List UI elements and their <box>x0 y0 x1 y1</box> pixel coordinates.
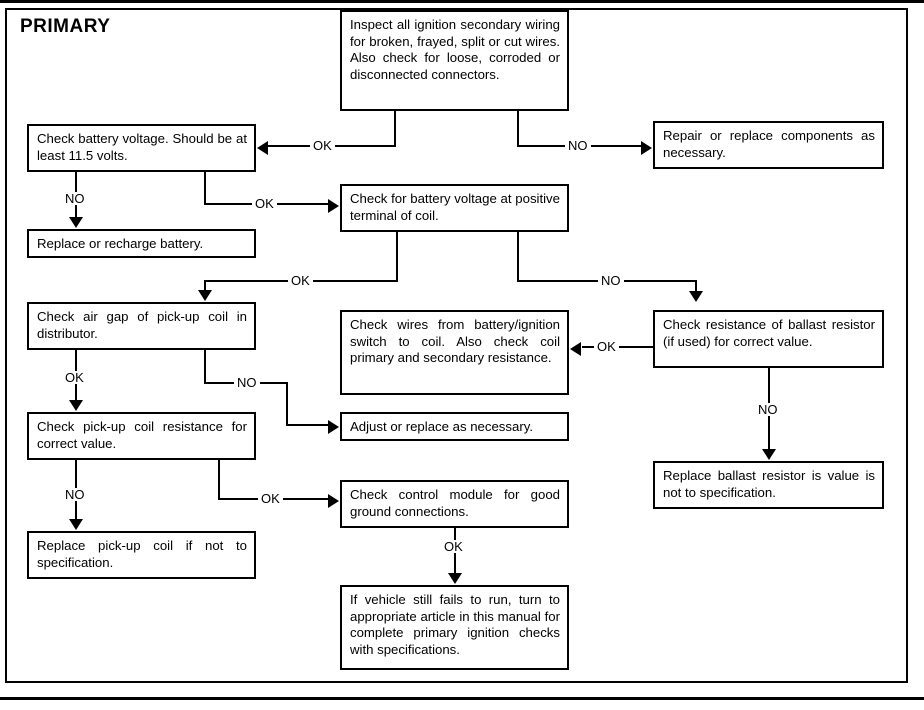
edge-inspect-ok-drop <box>394 111 396 147</box>
edge-inspect-ok-arrowhead <box>257 141 268 155</box>
edge-label-ok-coil-airgap: OK <box>288 274 313 287</box>
edge-label-no-airgap-adjust: NO <box>234 376 260 389</box>
edge-battery-ok-arrowhead <box>328 199 339 213</box>
node-adjust-or-replace: Adjust or replace as necessary. <box>340 412 569 441</box>
edge-coil-ok-descend <box>204 280 206 292</box>
edge-coil-ok-drop <box>396 232 398 282</box>
node-replace-ballast-resistor: Replace ballast resistor is value is not… <box>653 461 884 509</box>
node-final-instructions: If vehicle still fails to run, turn to a… <box>340 585 569 670</box>
edge-inspect-no-arrowhead <box>641 141 652 155</box>
node-check-control-module-ground: Check control module for good ground con… <box>340 480 569 528</box>
edge-label-no-ballast-replace: NO <box>755 403 781 416</box>
edge-inspect-no-drop <box>517 111 519 147</box>
edge-airgap-no-drop <box>204 350 206 384</box>
edge-airgap-no-run2 <box>286 424 329 426</box>
node-check-pickup-coil-resistance: Check pick-up coil resistance for correc… <box>27 412 256 460</box>
edge-label-ok-pickup-control: OK <box>258 492 283 505</box>
edge-ballast-ok-arrowhead <box>570 342 581 356</box>
edge-coil-no-arrowhead <box>689 291 703 302</box>
edge-ballast-no-arrowhead <box>762 449 776 460</box>
edge-coil-no-descend <box>695 280 697 292</box>
node-check-air-gap-pickup-coil: Check air gap of pick-up coil in distrib… <box>27 302 256 350</box>
node-replace-or-recharge-battery: Replace or recharge battery. <box>27 229 256 258</box>
edge-label-no-pickup-replace: NO <box>62 488 88 501</box>
edge-battery-ok-drop <box>204 172 206 205</box>
edge-pickup-ok-arrowhead <box>328 494 339 508</box>
page-top-rule <box>0 0 924 3</box>
edge-coil-ok-arrowhead <box>198 290 212 301</box>
edge-label-ok-inspect-battery: OK <box>310 139 335 152</box>
node-check-wires-to-coil: Check wires from battery/ignition switch… <box>340 310 569 395</box>
edge-coil-no-drop <box>517 232 519 282</box>
edge-label-no-inspect-repair: NO <box>565 139 591 152</box>
edge-label-ok-control-final: OK <box>441 540 466 553</box>
edge-label-ok-battery-coil: OK <box>252 197 277 210</box>
page-bottom-rule <box>0 697 924 700</box>
edge-battery-no-arrowhead <box>69 217 83 228</box>
edge-label-no-coil-ballast: NO <box>598 274 624 287</box>
edge-pickup-ok-drop <box>218 460 220 500</box>
edge-label-ok-ballast-wires: OK <box>594 340 619 353</box>
edge-label-no-battery-replace: NO <box>62 192 88 205</box>
page-title: PRIMARY <box>20 16 111 37</box>
node-check-coil-positive-terminal: Check for battery voltage at positive te… <box>340 184 569 232</box>
node-inspect-secondary-wiring: Inspect all ignition secondary wiring fo… <box>340 10 569 111</box>
node-replace-pickup-coil: Replace pick-up coil if not to specifica… <box>27 531 256 579</box>
node-check-ballast-resistance: Check resistance of ballast resistor (if… <box>653 310 884 368</box>
edge-control-ok-arrowhead <box>448 573 462 584</box>
node-repair-or-replace-components: Repair or replace components as necessar… <box>653 121 884 169</box>
edge-label-ok-airgap-pickup: OK <box>62 371 87 384</box>
edge-airgap-ok-arrowhead <box>69 400 83 411</box>
node-check-battery-voltage: Check battery voltage. Should be at leas… <box>27 124 256 172</box>
edge-airgap-no-descend <box>286 382 288 426</box>
edge-pickup-no-arrowhead <box>69 519 83 530</box>
edge-airgap-no-arrowhead <box>328 420 339 434</box>
